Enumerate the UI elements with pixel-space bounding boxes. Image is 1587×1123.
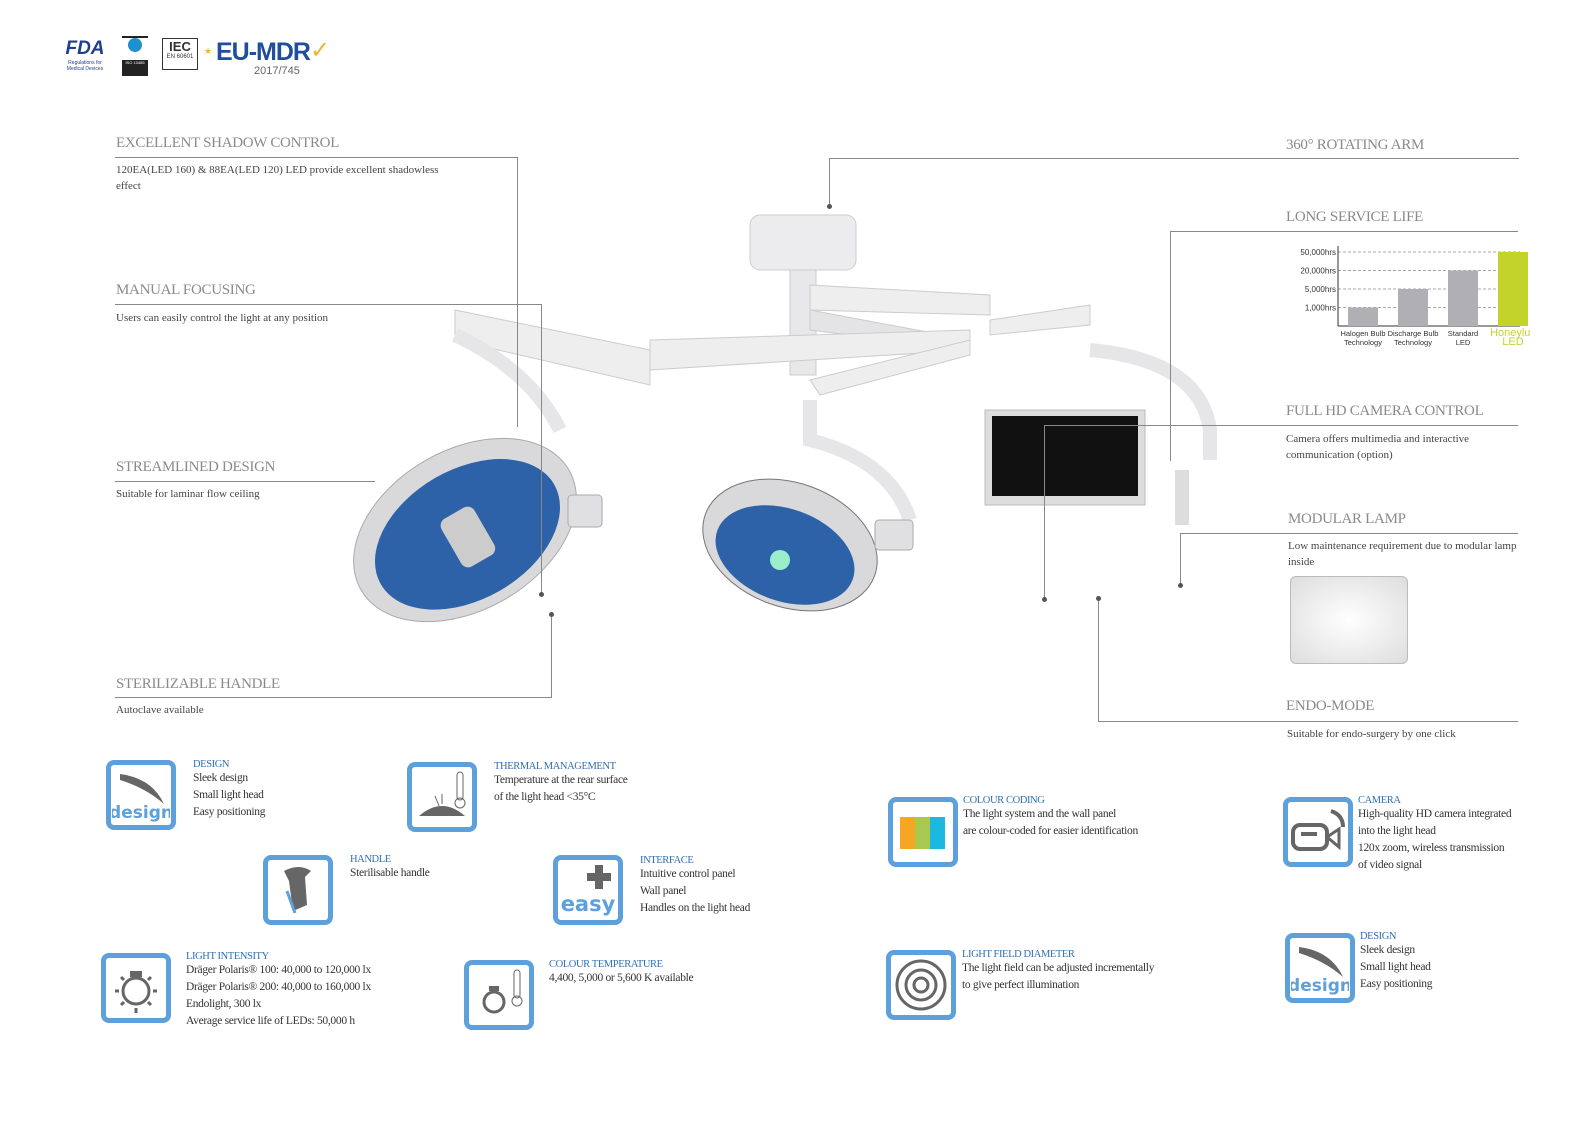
- feature-line: Dräger Polaris® 100: 40,000 to 120,000 l…: [186, 964, 371, 976]
- feature-line: to give perfect illumination: [962, 979, 1080, 991]
- feature-line: Small light head: [1360, 961, 1431, 973]
- x-tick-label: LED: [1456, 338, 1471, 347]
- feature-line: 4,400, 5,000 or 5,600 K available: [549, 972, 694, 984]
- feature-line: Handles on the light head: [640, 902, 751, 914]
- feature-title: THERMAL MANAGEMENT: [494, 761, 616, 772]
- feature-line: The light system and the wall panel: [963, 808, 1117, 820]
- sun-icon: [101, 953, 171, 1023]
- feature-title: INTERFACE: [640, 855, 694, 866]
- feature-item: COLOUR TEMPERATURE 4,400, 5,000 or 5,600 …: [549, 959, 694, 987]
- svg-text:design: design: [1291, 976, 1349, 996]
- x-tick-label: Technology: [1344, 338, 1382, 347]
- callout-title: MANUAL FOCUSING: [116, 282, 256, 298]
- hand-handle-icon: [263, 855, 333, 925]
- feature-line: of video signal: [1358, 859, 1422, 871]
- feature-item: CAMERA High-quality HD camera integrated i…: [1358, 795, 1512, 874]
- callout-title: STREAMLINED DESIGN: [116, 459, 276, 475]
- y-tick-label: 50,000hrs: [1300, 248, 1336, 257]
- colour-bars-icon: [888, 797, 958, 867]
- bar: [1498, 252, 1528, 326]
- feature-title: LIGHT FIELD DIAMETER: [962, 949, 1075, 960]
- fda-logo: FDA Regulations for Medical Devices: [65, 38, 105, 72]
- feature-line: Easy positioning: [1360, 978, 1433, 990]
- bar: [1398, 289, 1428, 326]
- feature-line: of the light head <35°C: [494, 791, 596, 803]
- certification-logos: FDA Regulations for Medical Devices ISO …: [62, 36, 342, 80]
- callout-desc: Suitable for endo-surgery by one click: [1287, 728, 1456, 740]
- easy-plus-icon: easy: [553, 855, 623, 925]
- x-tick-label: Discharge Bulb: [1388, 329, 1439, 338]
- service-life-chart: 1,000hrs 5,000hrs 20,000hrs 50,000hrsHaloge…: [1300, 246, 1530, 348]
- feature-line: Easy positioning: [193, 806, 266, 818]
- callout-desc: Suitable for laminar flow ceiling: [116, 488, 260, 500]
- x-tick-label: LED: [1502, 336, 1523, 348]
- sun-thermometer-icon: [464, 960, 534, 1030]
- feature-title: COLOUR CODING: [963, 795, 1045, 806]
- x-tick-label: Halogen Bulb: [1340, 329, 1385, 338]
- feature-title: COLOUR TEMPERATURE: [549, 959, 663, 970]
- callout-desc: Autoclave available: [116, 704, 204, 716]
- feature-line: into the light head: [1358, 825, 1436, 837]
- y-tick-label: 5,000hrs: [1305, 285, 1336, 294]
- callout-title: MODULAR LAMP: [1288, 511, 1406, 527]
- x-tick-label: Technology: [1394, 338, 1432, 347]
- feature-line: Sterilisable handle: [350, 867, 430, 879]
- iec-logo: IEC EN 60601: [162, 38, 198, 70]
- feature-line: Sleek design: [1360, 944, 1415, 956]
- feature-title: CAMERA: [1358, 795, 1401, 806]
- feature-line: are colour-coded for easier identificati…: [963, 825, 1138, 837]
- callout-title: LONG SERVICE LIFE: [1286, 209, 1424, 225]
- feature-title: LIGHT INTENSITY: [186, 951, 269, 962]
- feature-line: Wall panel: [640, 885, 687, 897]
- surgical-light-illustration: [353, 214, 1217, 623]
- iso-logo: ISO 13485: [122, 36, 148, 76]
- feature-item: HANDLE Sterilisable handle: [350, 854, 430, 882]
- y-tick-label: 1,000hrs: [1305, 304, 1336, 313]
- y-tick-label: 20,000hrs: [1300, 267, 1336, 276]
- feature-title: DESIGN: [1360, 931, 1397, 942]
- svg-text:design: design: [112, 803, 170, 823]
- feature-item: COLOUR CODING The light system and the wa…: [963, 795, 1138, 840]
- callout-desc: Camera offers multimedia and interactive…: [1286, 433, 1470, 461]
- concentric-circles-icon: [886, 950, 956, 1020]
- callout-desc: 120EA(LED 160) & 88EA(LED 120) LED provi…: [116, 164, 439, 192]
- camera-icon: [1283, 797, 1353, 867]
- feature-item: LIGHT INTENSITY Dräger Polaris® 100: 40,0…: [186, 951, 371, 1030]
- callout-desc: Low maintenance requirement due to modul…: [1288, 540, 1517, 568]
- feature-line: Small light head: [193, 789, 264, 801]
- feature-line: Average service life of LEDs: 50,000 h: [186, 1015, 355, 1027]
- x-tick-label: Standard: [1448, 329, 1478, 338]
- modular-lamp-image: [1290, 576, 1408, 664]
- bar: [1348, 307, 1378, 326]
- callout-title: 360° ROTATING ARM: [1286, 137, 1425, 153]
- feature-line: Sleek design: [193, 772, 248, 784]
- feature-line: Dräger Polaris® 200: 40,000 to 160,000 l…: [186, 981, 371, 993]
- callout-title: ENDO-MODE: [1286, 698, 1375, 714]
- callout-title: FULL HD CAMERA CONTROL: [1286, 403, 1484, 419]
- bar: [1448, 270, 1478, 326]
- feature-line: 120x zoom, wireless transmission: [1358, 842, 1505, 854]
- thermometer-icon: [407, 762, 477, 832]
- svg-text:easy: easy: [561, 892, 616, 916]
- callout-desc: Users can easily control the light at an…: [116, 312, 329, 324]
- check-icon: ✓: [310, 37, 331, 64]
- x-tick-label: Honeylux: [1490, 327, 1530, 339]
- design-icon: design: [106, 760, 176, 830]
- design-icon: design: [1285, 933, 1355, 1003]
- callout-title: EXCELLENT SHADOW CONTROL: [116, 135, 340, 151]
- feature-line: Temperature at the rear surface: [494, 774, 628, 786]
- feature-title: HANDLE: [350, 854, 391, 865]
- feature-title: DESIGN: [193, 759, 230, 770]
- feature-line: High-quality HD camera integrated: [1358, 808, 1512, 820]
- feature-item: LIGHT FIELD DIAMETER The light field can …: [962, 949, 1154, 994]
- feature-line: The light field can be adjusted incremen…: [962, 962, 1155, 974]
- feature-line: Endolight, 300 lx: [186, 998, 262, 1010]
- feature-item: THERMAL MANAGEMENT Temperature at the rea…: [494, 761, 628, 806]
- callout-title: STERILIZABLE HANDLE: [116, 676, 280, 692]
- feature-line: Intuitive control panel: [640, 868, 736, 880]
